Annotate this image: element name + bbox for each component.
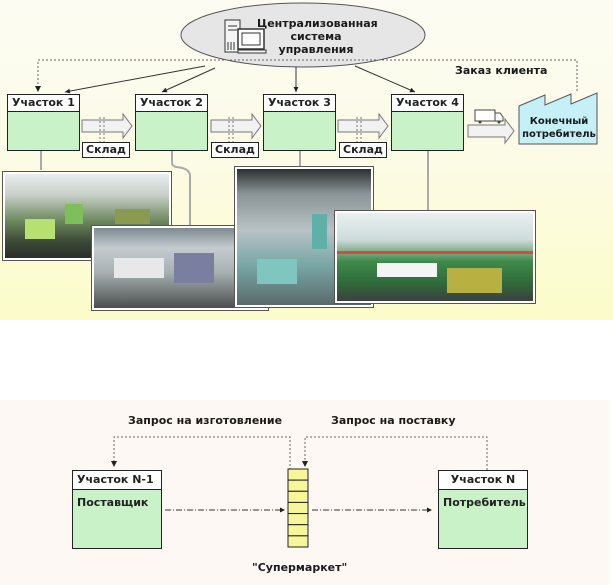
- customer-order-line: [35, 59, 578, 92]
- supermarket-slot: [287, 501, 309, 515]
- warehouse-1: Склад: [82, 142, 130, 158]
- photo-machine-shape: [257, 259, 297, 284]
- photo-machine-shape: [25, 219, 55, 239]
- request-manufacture-line: [111, 436, 291, 470]
- supplier-node: Участок N-1 Поставщик: [72, 470, 162, 549]
- section-2: Участок 2: [135, 94, 208, 151]
- section-1: Участок 1: [7, 94, 80, 151]
- supplier-title: Участок N-1: [73, 471, 161, 490]
- flow-arrow-3: [337, 112, 389, 145]
- control-system-label-line: система: [290, 30, 342, 43]
- section-1-title: Участок 1: [8, 95, 79, 112]
- supermarket-slot: [287, 524, 309, 537]
- end-consumer-label-line: Конечный: [529, 116, 589, 127]
- section-4: Участок 4: [391, 94, 464, 151]
- supermarket-slot: [287, 468, 309, 481]
- supermarket-slot: [287, 535, 309, 548]
- section-4-title: Участок 4: [392, 95, 463, 112]
- supplier-role: Поставщик: [77, 496, 149, 509]
- photo-machine-shape: [312, 214, 327, 249]
- photo-beam-shape: [337, 251, 533, 254]
- request-delivery-label: Запрос на поставку: [331, 414, 456, 427]
- end-consumer-label-line: потребитель: [522, 129, 596, 140]
- photo-machine-shape: [174, 253, 214, 283]
- truck-icon: [474, 109, 504, 124]
- photo-section-4: [334, 210, 536, 304]
- flow-arrow-4: [467, 117, 515, 145]
- flow-arrow-1: [81, 112, 133, 145]
- photo-connectors: [40, 150, 429, 225]
- control-arrow-2: [161, 67, 216, 93]
- end-consumer-label: Конечный потребитель: [520, 115, 598, 141]
- consumer-title: Участок N: [439, 471, 527, 490]
- flow-arrow-2: [210, 112, 262, 145]
- supermarket-slot: [287, 490, 309, 503]
- photo-roll-shape: [377, 263, 437, 277]
- supermarket-label: "Супермаркет": [252, 561, 348, 574]
- section-3-title: Участок 3: [264, 95, 335, 112]
- photo-machine-shape: [65, 204, 83, 224]
- customer-order-label: Заказ клиента: [455, 64, 548, 77]
- consumer-node: Участок N Потребитель: [438, 470, 528, 549]
- section-3: Участок 3: [263, 94, 336, 151]
- factory-icon: [518, 92, 598, 145]
- consumer-role: Потребитель: [443, 496, 526, 509]
- photo-machine-shape: [115, 209, 150, 224]
- control-arrow-1: [64, 65, 206, 94]
- warehouse-2: Склад: [211, 142, 259, 158]
- control-arrow-4: [354, 65, 416, 93]
- photo-machine-shape: [447, 268, 502, 293]
- computer-icon: [224, 19, 267, 54]
- control-system-label-line: Централизованная: [257, 17, 378, 30]
- supermarket-slot: [287, 513, 309, 526]
- section-2-title: Участок 2: [136, 95, 207, 112]
- request-delivery-line: [302, 436, 488, 470]
- supermarket-slot: [287, 479, 309, 492]
- photo-machine-shape: [114, 258, 164, 278]
- warehouse-3: Склад: [339, 142, 387, 158]
- supermarket-stack: [287, 468, 309, 548]
- control-system-label-line: управления: [278, 43, 354, 56]
- request-manufacture-label: Запрос на изготовление: [128, 414, 283, 427]
- control-system-label: Централизованная система управления: [257, 17, 378, 56]
